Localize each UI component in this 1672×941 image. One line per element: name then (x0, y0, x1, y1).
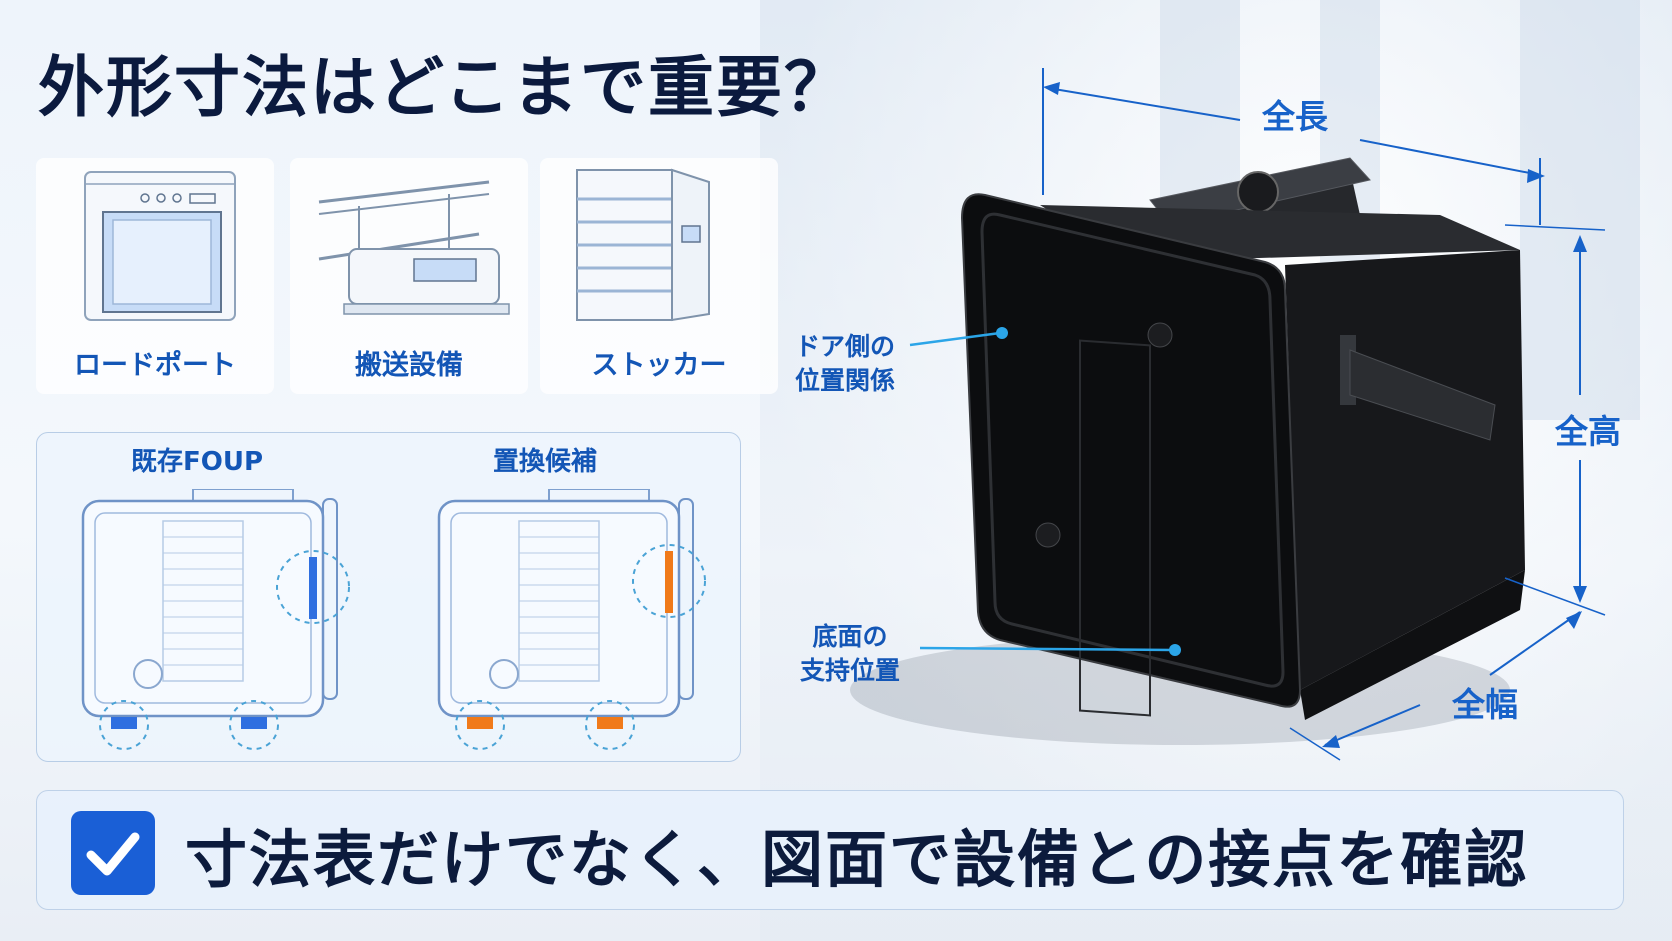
existing-foup-label: 既存FOUP (131, 447, 264, 477)
dimension-length-label: 全長 (1262, 97, 1328, 136)
dimension-width-label: 全幅 (1452, 685, 1518, 724)
card-stocker: ストッカー (540, 158, 778, 394)
dimension-height-label: 全高 (1555, 412, 1621, 451)
page-title: 外形寸法はどこまで重要？ (38, 49, 853, 126)
card-label: ストッカー (591, 350, 727, 381)
card-label: 搬送設備 (355, 350, 463, 381)
candidate-foup-drawing (437, 489, 706, 750)
checkbox-checked-icon (71, 811, 155, 895)
load-port-icon (84, 171, 236, 321)
candidate-label: 置換候補 (493, 447, 598, 477)
card-transport-equipment: 搬送設備 (290, 158, 528, 394)
card-load-port: ロードポート (36, 158, 274, 394)
card-label: ロードポート (74, 350, 236, 381)
existing-foup-drawing (81, 489, 350, 750)
foup-product-image (850, 68, 1606, 761)
transport-equipment-icon (318, 180, 510, 315)
stocker-icon (576, 168, 710, 322)
banner-text: 寸法表だけでなく、図面で設備との接点を確認 (185, 823, 1529, 896)
foup-comparison-panel: 既存FOUP 置換候補 (36, 432, 741, 762)
summary-banner: 寸法表だけでなく、図面で設備との接点を確認 (36, 790, 1624, 910)
callout-door-side: ドア側の 位置関係 (795, 332, 896, 395)
callout-bottom-support: 底面の 支持位置 (800, 622, 901, 685)
